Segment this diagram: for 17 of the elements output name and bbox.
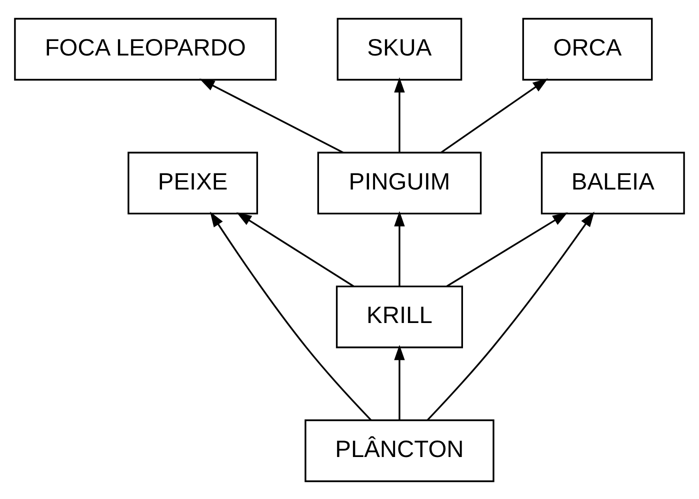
arrow [427,211,594,420]
arrow [440,78,548,153]
arrow [394,344,405,420]
arrow [236,212,354,286]
node-box: KRILL [336,285,463,348]
arrow [446,212,568,286]
node-box: PEIXE [128,151,258,214]
node-box: FOCA LEOPARDO [14,17,277,80]
node-box: ORCA [522,17,653,80]
node-box: SKUA [336,17,462,80]
node-box: PLÂNCTON [304,418,494,482]
arrow [210,211,372,420]
arrow [394,210,405,286]
arrow [199,78,344,153]
arrow [394,76,405,152]
node-box: PINGUIM [317,151,482,214]
node-box: BALEIA [540,151,685,214]
